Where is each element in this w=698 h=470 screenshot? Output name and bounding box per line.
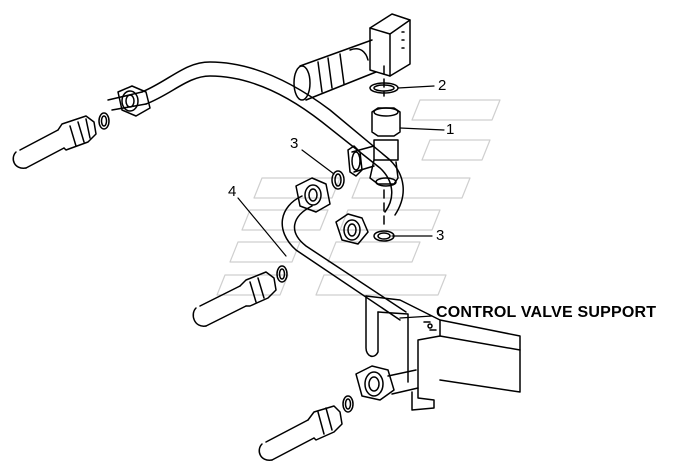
pipe-4-nut: [295, 177, 331, 213]
callout-3-lower: 3: [436, 227, 445, 244]
lower-nut: [355, 365, 419, 401]
watermark-logo: [216, 99, 501, 296]
middle-nut: [335, 213, 369, 245]
callout-2: 2: [438, 77, 447, 94]
callout-1: 1: [446, 121, 455, 138]
upper-left-hose: [12, 115, 97, 169]
oring-3-upper: [331, 170, 345, 190]
oring-3-lower: [373, 230, 395, 242]
upper-pipe: [107, 61, 404, 216]
pipe-4: [281, 195, 407, 321]
lower-hose: [258, 405, 343, 461]
middle-left-oring: [276, 265, 288, 283]
tee-fitting: [347, 107, 401, 187]
upper-left-nut: [117, 85, 151, 117]
valve-block: [369, 13, 411, 77]
callout-4: 4: [228, 183, 237, 200]
caption-control-valve-support: CONTROL VALVE SUPPORT: [436, 304, 657, 321]
control-valve-support: [365, 295, 521, 411]
callout-3-upper: 3: [290, 135, 299, 152]
valve-spool: [293, 39, 377, 101]
lower-oring: [342, 395, 354, 413]
upper-left-oring: [98, 112, 110, 130]
oring-2: [369, 82, 399, 94]
middle-left-hose: [192, 271, 277, 327]
leader-lines: [237, 85, 445, 319]
